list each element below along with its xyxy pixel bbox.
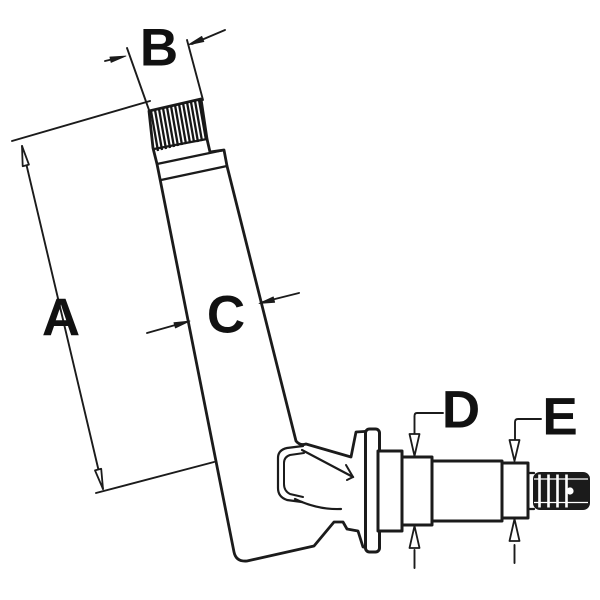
knuckle-ridge-hook: [345, 464, 355, 481]
a-dimension-line: [21, 145, 104, 490]
c-arrowhead-right: [258, 296, 276, 304]
dimension-label-a: A: [42, 289, 80, 348]
center-journal: [430, 459, 504, 523]
chamfer-ring-top: [155, 148, 226, 166]
dimension-e: E: [508, 388, 578, 564]
tip-neck-lines: [526, 471, 536, 511]
spindle-journals: [364, 427, 590, 554]
d-arrowhead-top: [408, 433, 421, 457]
knuckle-ridge-lower: [293, 497, 343, 511]
d-arrowhead-bottom: [408, 525, 421, 549]
dimension-label-e: E: [542, 388, 577, 447]
knuckle-pocket-outer: [276, 444, 305, 504]
bearing-journal-e: [500, 461, 530, 520]
knuckle-pocket-inner: [283, 452, 305, 498]
b-extension-left: [126, 47, 150, 111]
threaded-tip-crest-lines: [534, 478, 588, 504]
shaft-knuckle-outline: [147, 97, 374, 563]
top-thread-hatching: [149, 99, 208, 152]
cotter-pin-hole: [566, 487, 574, 495]
seal-collar: [376, 449, 404, 533]
spindle-body: [147, 97, 374, 563]
a-arrowhead-top: [21, 145, 30, 168]
threaded-tip: [533, 472, 590, 510]
b-extension-right: [186, 39, 204, 101]
a-extension-top: [11, 100, 151, 142]
a-extension-bottom: [95, 461, 215, 494]
dimension-label-c: C: [207, 286, 245, 345]
dimension-d: D: [408, 381, 480, 569]
dimension-a: A: [11, 100, 215, 494]
dimension-b: B: [104, 19, 226, 111]
dimension-label-d: D: [442, 381, 480, 440]
threaded-tip-block: [533, 472, 590, 510]
dimension-label-b: B: [140, 19, 178, 78]
e-leader: [514, 418, 542, 441]
bearing-journal-d: [400, 455, 434, 527]
threaded-tip-grooves: [538, 474, 568, 508]
b-arrowhead-right: [187, 36, 205, 46]
d-leader: [413, 412, 444, 435]
e-arrowhead-bottom: [508, 518, 521, 542]
a-arrowhead-bottom: [94, 467, 104, 490]
dimension-c: C: [146, 286, 300, 345]
knuckle-ridge-upper: [300, 448, 355, 479]
b-arrowhead-left: [109, 55, 127, 63]
c-arrowhead-left: [173, 320, 191, 329]
chamfer-ring-bottom: [159, 164, 229, 182]
e-arrowhead-top: [508, 439, 521, 462]
